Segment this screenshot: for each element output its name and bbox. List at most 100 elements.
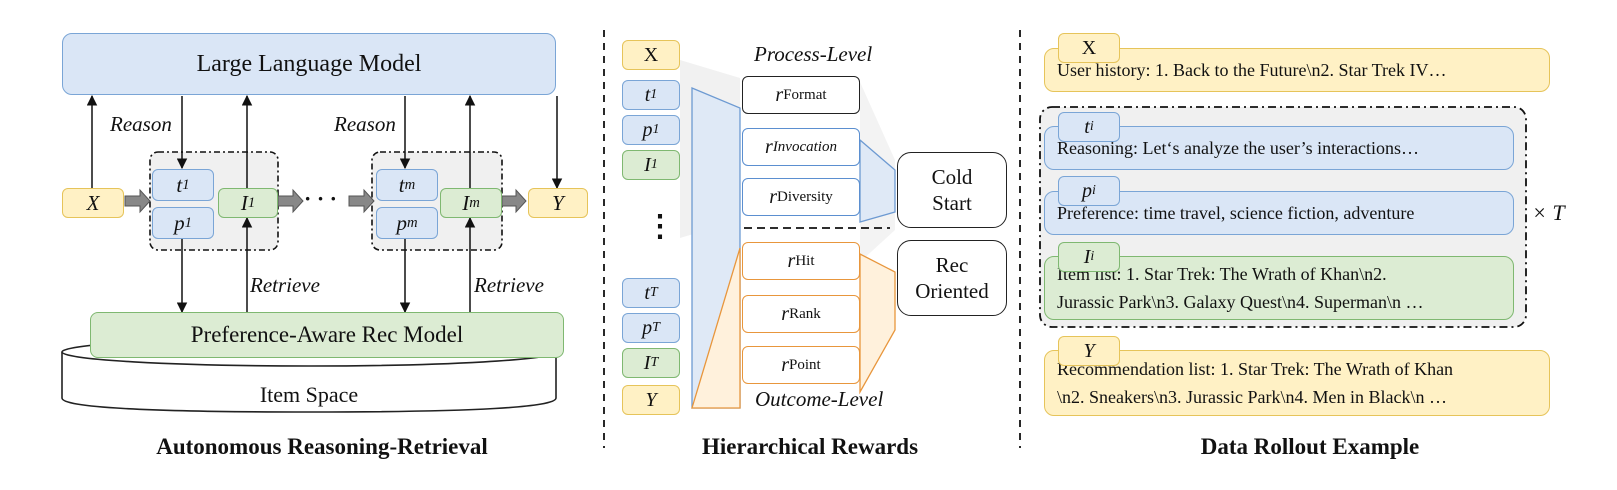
rollout-i-text-2: Jurassic Park\n3. Galaxy Quest\n4. Super…: [1057, 292, 1424, 312]
rollout-p-tag-label: p: [1082, 179, 1093, 202]
rollout-t-box: Reasoning: Let‘s analyze the user’s inte…: [1044, 126, 1514, 170]
token-8: Y: [622, 385, 680, 415]
times-t-label: × T: [1532, 200, 1565, 225]
funnel-right-blue: [859, 138, 896, 223]
token-1: X: [622, 40, 680, 70]
rollout-p-tag-sub: i: [1092, 183, 1096, 198]
llm-label: Large Language Model: [196, 50, 422, 77]
rollout-y-text-2: \n2. Sneakers\n3. Jurassic Park\n4. Men …: [1057, 387, 1447, 407]
i1-sub: 1: [247, 194, 256, 211]
funnel-right-orange: [859, 252, 896, 395]
token-sub: T: [650, 355, 659, 370]
im-symbol: I: [462, 190, 470, 215]
token-sub: 1: [652, 122, 660, 137]
rec-model-label: Preference-Aware Rec Model: [190, 322, 464, 347]
cold-start-box: Cold Start: [897, 152, 1007, 228]
rollout-i-tag-label: I: [1083, 245, 1091, 268]
token-sub: 1: [650, 87, 658, 102]
rollout-y-box: Recommendation list: 1. Star Trek: The W…: [1044, 350, 1550, 416]
rollout-i-text-1: Item list: 1. Star Trek: The Wrath of Kh…: [1057, 264, 1387, 284]
rollout-x-tag-label: X: [1081, 36, 1097, 59]
rollout-x-box: User history: 1. Back to the Future\n2. …: [1044, 48, 1550, 92]
rollout-t-tag-sub: i: [1089, 119, 1094, 134]
reward-sub: Rank: [789, 305, 821, 322]
reward-symbol: r: [781, 302, 790, 325]
reward-sub: Hit: [795, 252, 815, 269]
token-symbol: I: [644, 153, 651, 176]
reward-sub: Point: [789, 356, 821, 373]
token-sub: T: [649, 285, 658, 300]
y-output-box: Y: [528, 188, 588, 218]
retrieve-label-1: Retrieve: [250, 273, 320, 297]
reward-symbol: r: [775, 83, 784, 106]
funnel-orange: [691, 247, 741, 409]
outcome-level-label: Outcome-Level: [755, 387, 884, 411]
rec-oriented-line1: Rec: [935, 253, 969, 277]
token-sub: 1: [650, 157, 658, 172]
retrieve-label-2: Retrieve: [474, 273, 544, 297]
caption-right: Data Rollout Example: [1200, 434, 1420, 459]
rec-oriented-box: Rec Oriented: [897, 240, 1007, 316]
reward-symbol: r: [787, 249, 796, 272]
reward-symbol: r: [781, 353, 790, 376]
token-symbol: I: [643, 351, 651, 374]
rollout-y-tag: Y: [1058, 336, 1120, 366]
process-level-label: Process-Level: [754, 42, 873, 66]
im-sub: m: [469, 194, 480, 211]
x-input-box: X: [62, 188, 124, 218]
token-symbol: X: [643, 43, 659, 66]
token-symbol: t: [644, 83, 651, 106]
reason-label-1: Reason: [110, 112, 172, 136]
vertical-ellipsis: ⋮: [645, 210, 675, 243]
t1-sub: 1: [182, 176, 190, 193]
rollout-p-box: Preference: time travel, science fiction…: [1044, 191, 1514, 235]
pm-sub: m: [406, 214, 418, 231]
y-output-label: Y: [552, 190, 564, 215]
reward-sub: Invocation: [772, 138, 837, 155]
token-symbol: Y: [645, 388, 657, 411]
rollout-x-text: User history: 1. Back to the Future\n2. …: [1057, 59, 1447, 80]
token-symbol: p: [642, 118, 653, 141]
token-symbol: t: [644, 281, 650, 304]
reason-label-2: Reason: [334, 112, 396, 136]
p1-symbol: p: [174, 210, 185, 235]
caption-left: Autonomous Reasoning-Retrieval: [156, 434, 488, 459]
rollout-x-tag: X: [1058, 33, 1120, 63]
caption-middle: Hierarchical Rewards: [701, 434, 919, 459]
p1-sub: 1: [184, 214, 192, 231]
t1-symbol: t: [176, 172, 183, 197]
rollout-i-tag-sub: i: [1090, 249, 1095, 264]
pm-symbol: p: [396, 210, 407, 235]
item-space-label: Item Space: [259, 382, 359, 407]
tm-symbol: t: [398, 172, 405, 197]
cold-start-line1: Cold: [931, 165, 973, 189]
llm-box: Large Language Model: [62, 33, 556, 95]
i1-symbol: I: [240, 190, 248, 215]
reward-sub: Format: [783, 86, 827, 103]
rec-oriented-line2: Oriented: [915, 279, 989, 303]
reward-sub: Diversity: [776, 188, 833, 205]
rollout-i-box: Item list: 1. Star Trek: The Wrath of Kh…: [1044, 256, 1514, 320]
rollout-p-text: Preference: time travel, science fiction…: [1057, 202, 1415, 223]
ellipsis: · · ·: [304, 186, 338, 211]
rollout-t-tag-label: t: [1084, 115, 1090, 138]
rollout-y-text-1: Recommendation list: 1. Star Trek: The W…: [1057, 359, 1454, 379]
token-symbol: p: [642, 316, 653, 339]
token-sub: T: [652, 320, 660, 335]
cold-start-line2: Start: [932, 191, 972, 215]
